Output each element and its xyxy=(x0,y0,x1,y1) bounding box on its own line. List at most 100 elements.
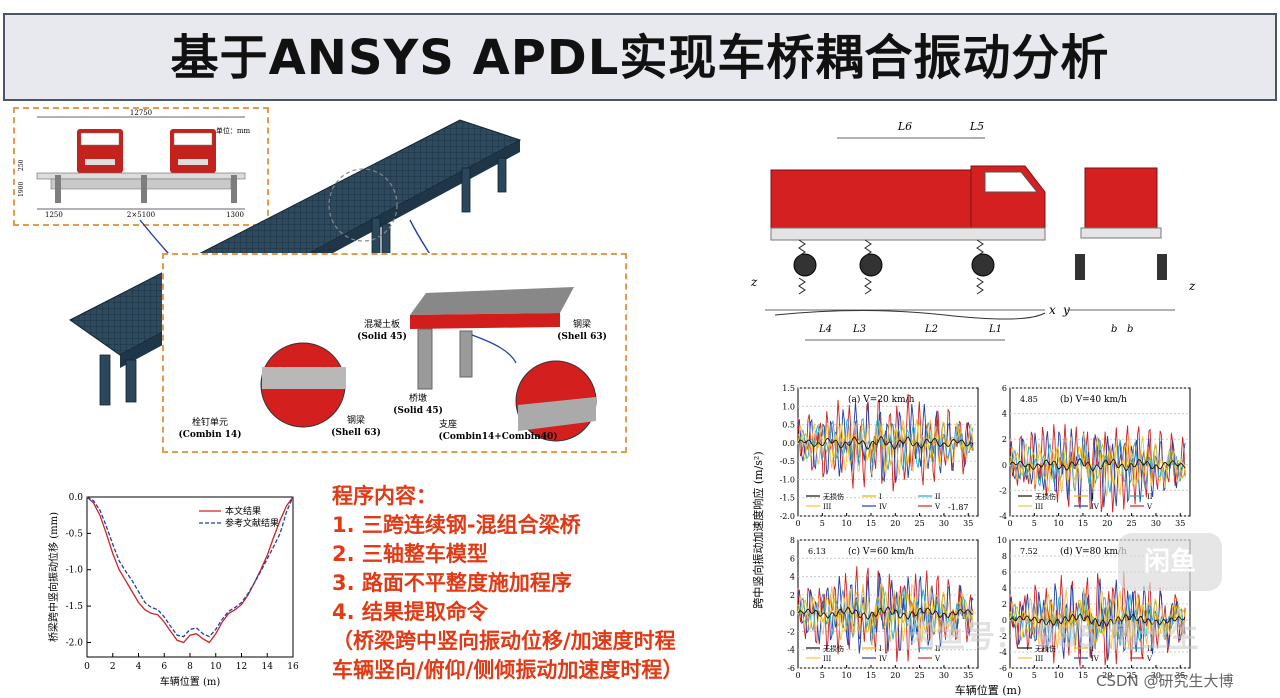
fe-detail-panel: 混凝土板 (Solid 45) 钢梁 (Shell 63) 桥墩 (Solid … xyxy=(162,253,627,453)
x-tick-label: 10 xyxy=(210,662,222,672)
watermark-text: 闲鱼号： 985 博士生 xyxy=(905,620,1199,655)
page-title: 基于ANSYS APDL实现车桥耦合振动分析 xyxy=(170,30,1110,86)
accel-series-V xyxy=(797,393,974,492)
x-tick-label: 20 xyxy=(890,519,900,528)
y-tick-label: -1.5 xyxy=(780,494,795,503)
x-tick-label: 0 xyxy=(795,671,800,680)
y-tick-label: 2 xyxy=(1002,435,1007,444)
x-tick-label: 30 xyxy=(939,671,949,680)
dim-b1: b xyxy=(1111,324,1117,335)
x-tick-label: 5 xyxy=(1032,671,1037,680)
dim-l3: L3 xyxy=(852,324,866,335)
x-tick-label: 12 xyxy=(236,662,247,672)
cross-section-drawing: 12750 单位：mm 1250 2×5100 1300 1900 250 xyxy=(18,109,251,219)
bearing-elem: (Combin14+Combin40) xyxy=(439,431,558,442)
program-content: 程序内容： 1. 三跨连续钢-混组合梁桥 2. 三轴整车模型 3. 路面不平整度… xyxy=(332,482,772,685)
legend-entry: I xyxy=(1091,645,1094,653)
dim-b2: b xyxy=(1127,324,1133,335)
accel-series-I xyxy=(797,420,974,467)
program-item-4: 4. 结果提取命令 xyxy=(332,600,488,624)
y-tick-label: 6 xyxy=(790,554,795,563)
x-tick-label: 15 xyxy=(866,519,876,528)
pier-elem: (Solid 45) xyxy=(393,405,443,416)
y-tick-label: 8 xyxy=(1002,552,1007,561)
axis-x: x xyxy=(1049,303,1056,317)
dim-l4: L4 xyxy=(818,324,832,335)
accel-series-V xyxy=(1009,571,1186,667)
accel-series-III xyxy=(797,418,974,477)
axis-z-right: z xyxy=(1188,279,1196,293)
y-tick-label: 0.0 xyxy=(69,493,84,503)
accel-series-III xyxy=(797,582,974,646)
slab-label: 混凝土板 xyxy=(364,318,400,330)
legend-entry: 无损伤 xyxy=(1035,492,1056,501)
panel-title: (d) V=80 km/h xyxy=(1060,546,1127,557)
x-tick-label: 15 xyxy=(1078,519,1088,528)
legend-entry: I xyxy=(1091,493,1094,501)
dim-l2: L2 xyxy=(924,324,938,335)
x-tick-label: 25 xyxy=(1127,519,1137,528)
y-tick-label: -2 xyxy=(999,486,1007,495)
x-tick-label: 0 xyxy=(1007,519,1012,528)
x-tick-label: 0 xyxy=(795,519,800,528)
x-tick-label: 5 xyxy=(820,519,825,528)
peak-annotation: -1.87 xyxy=(948,503,969,512)
x-tick-label: 25 xyxy=(915,671,925,680)
accel-series-V xyxy=(797,566,974,662)
y-axis-label: 桥梁跨中竖向振动位移 (mm) xyxy=(47,512,60,642)
x-tick-label: 2 xyxy=(110,662,116,672)
beam2-elem: (Shell 63) xyxy=(331,427,381,438)
accel-series-I xyxy=(797,590,974,637)
legend-entry: II xyxy=(1147,645,1153,653)
y-tick-label: 2 xyxy=(790,591,795,600)
x-tick-label: 5 xyxy=(820,671,825,680)
accel-series-II xyxy=(1009,593,1186,648)
x-tick-label: 5 xyxy=(1032,519,1037,528)
y-tick-label: -6 xyxy=(999,664,1007,673)
fe-detail-drawing: 混凝土板 (Solid 45) 钢梁 (Shell 63) 桥墩 (Solid … xyxy=(178,287,607,442)
dim-l1: L1 xyxy=(988,324,1002,335)
legend-entry: II xyxy=(935,645,941,653)
unit-label: 单位：mm xyxy=(216,126,251,135)
accel-series-无损伤 xyxy=(1009,457,1186,472)
y-tick-label: -2.0 xyxy=(66,638,84,648)
y-tick-label: 0 xyxy=(1002,616,1007,625)
legend-entry: I xyxy=(879,645,882,653)
y-tick-label: -4 xyxy=(787,646,795,655)
x-tick-label: 20 xyxy=(890,671,900,680)
x-tick-label: 25 xyxy=(915,519,925,528)
dim-slab: 250 xyxy=(18,159,25,171)
legend-entry: 参考文献结果 xyxy=(225,517,279,529)
dim-l6: L6 xyxy=(897,120,912,133)
peak-annotation: 7.52 xyxy=(1020,547,1038,556)
legend-entry: V xyxy=(1146,503,1153,511)
program-item-1: 1. 三跨连续钢-混组合梁桥 xyxy=(332,513,581,537)
dim-mid: 2×5100 xyxy=(127,211,155,219)
legend-entry: V xyxy=(1146,655,1153,663)
y-tick-label: -1.0 xyxy=(66,566,84,576)
accel-series-无损伤 xyxy=(1009,613,1186,627)
accel-series-无损伤 xyxy=(797,436,974,450)
legend-entry: III xyxy=(823,503,832,511)
y-tick-label: 1.0 xyxy=(782,402,795,411)
y-tick-label: -2 xyxy=(787,627,795,636)
peak-annotation: 4.85 xyxy=(1020,395,1038,404)
accel-x-label: 车辆位置 (m) xyxy=(955,683,1022,697)
x-tick-label: 10 xyxy=(1054,671,1064,680)
y-tick-label: 0.5 xyxy=(782,421,795,430)
panel-title: (c) V=60 km/h xyxy=(848,546,914,557)
x-tick-label: 20 xyxy=(1102,519,1112,528)
x-tick-label: 4 xyxy=(136,662,142,672)
x-tick-label: 15 xyxy=(866,671,876,680)
legend-entry: I xyxy=(879,493,882,501)
xianyu-logo: 闲鱼 xyxy=(1118,533,1222,591)
x-tick-label: 30 xyxy=(1151,671,1161,680)
span-dim: 12750 xyxy=(130,109,152,117)
x-tick-label: 35 xyxy=(963,671,973,680)
x-axis-label: 车辆位置 (m) xyxy=(160,675,221,688)
accel-series-III xyxy=(1009,588,1186,652)
legend-entry: IV xyxy=(879,503,888,511)
axis-z-left: z xyxy=(750,275,758,289)
dim-l5: L5 xyxy=(969,120,984,133)
